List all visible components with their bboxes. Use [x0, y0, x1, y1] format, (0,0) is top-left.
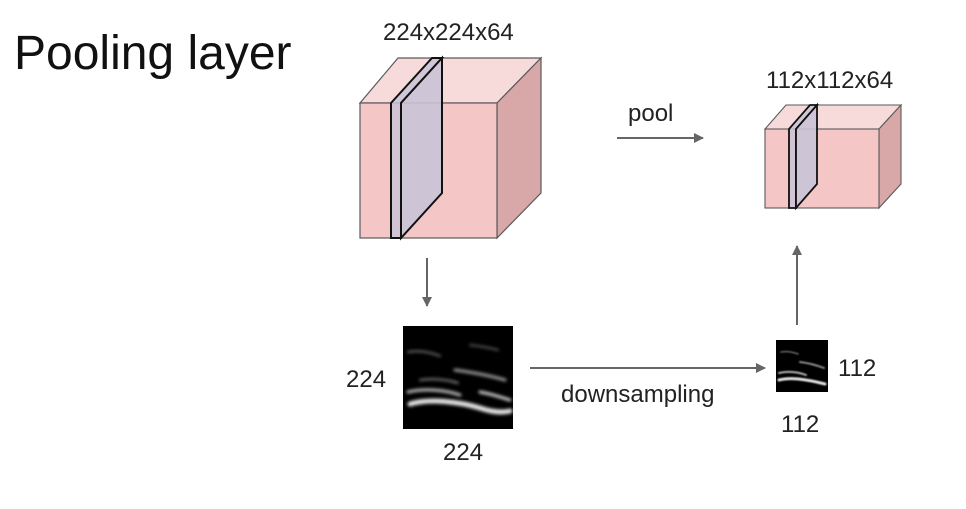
input-volume-dims-label: 224x224x64	[383, 19, 514, 46]
output-activation-map	[776, 340, 828, 392]
output-cube-top-face	[763, 104, 903, 130]
slide-title: Pooling layer	[14, 27, 292, 80]
input-volume-cube	[358, 55, 543, 241]
input-slice-width-label: 224	[443, 439, 484, 466]
input-cube-depth-slice-face	[400, 55, 443, 241]
output-slice-height-label: 112	[838, 355, 877, 382]
input-slice-height-label: 224	[346, 366, 387, 393]
output-cube-depth-slice-face	[795, 102, 818, 211]
input-activation-map	[403, 326, 513, 429]
output-slice-width-label: 112	[781, 411, 820, 438]
downsampling-label: downsampling	[561, 381, 715, 408]
output-volume-dims-label: 112x112x64	[766, 67, 894, 94]
output-cube-front-face	[764, 128, 880, 209]
output-volume-cube	[763, 102, 903, 211]
pool-label: pool	[628, 100, 674, 127]
